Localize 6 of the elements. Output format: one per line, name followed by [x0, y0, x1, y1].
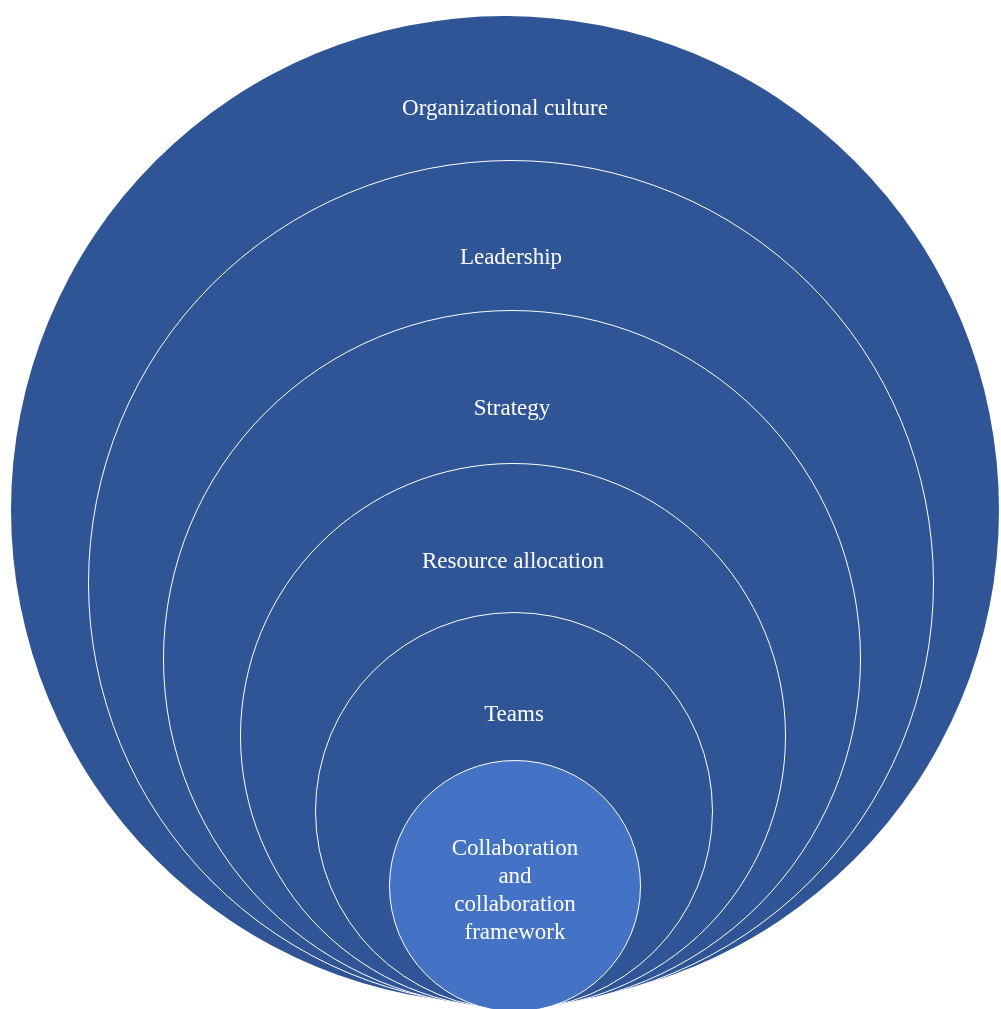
circle-label: Strategy	[473, 394, 551, 422]
circle-label: Leadership	[459, 243, 563, 271]
circle-label: Resource allocation	[422, 547, 604, 575]
circle-label: Organizational culture	[402, 94, 608, 122]
circle-label: Collaboration and collaboration framework	[450, 834, 580, 946]
circle-label: Teams	[484, 700, 544, 728]
